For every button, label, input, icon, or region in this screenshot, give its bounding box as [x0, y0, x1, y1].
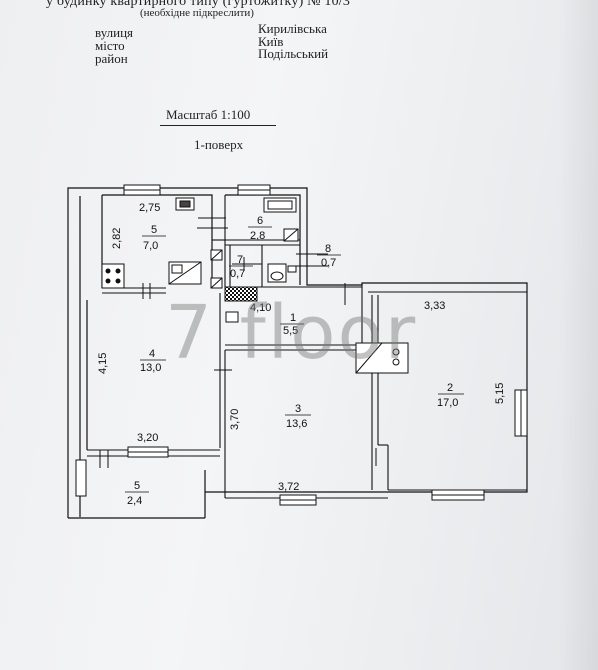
room-area: 0,7: [230, 268, 245, 280]
page-shadow: [558, 0, 598, 670]
room-area: 2,4: [127, 495, 142, 507]
room-number: 7: [237, 254, 243, 266]
city-label: місто: [95, 38, 125, 53]
document-header-line: у будинку квартирного типу (гуртожитку) …: [46, 0, 351, 9]
room-number: 6: [257, 215, 263, 227]
windows: [75, 184, 528, 506]
room-labels: 5 7,0 6 2,8 7 0,7 8 0,7 1 5,5 4 13,0 3 1…: [125, 215, 464, 507]
floor-label: 1-поверх: [194, 137, 244, 152]
street-label: вулиця: [95, 25, 134, 40]
room-number: 3: [295, 403, 301, 415]
dimension-label: 3,33: [424, 300, 445, 312]
document-header-note: (необхідне підкреслити): [140, 7, 254, 19]
dimension-label: 5,15: [494, 383, 506, 404]
dimension-label: 3,20: [137, 432, 158, 444]
dimension-labels: 2,75 2,82 4,10 3,33 5,15 4,15 3,20 3,70 …: [97, 202, 506, 493]
room-number: 1: [290, 312, 296, 324]
room-number: 8: [325, 243, 331, 255]
street-value: Кирилівська: [258, 21, 327, 36]
room-area: 5,5: [283, 325, 298, 337]
scale-label: Масштаб 1:100: [166, 107, 251, 122]
dimension-label: 3,70: [229, 409, 241, 430]
district-label: район: [95, 51, 128, 66]
district-value: Подільський: [258, 46, 329, 61]
dimension-label: 4,15: [97, 353, 109, 374]
fixtures: [101, 197, 409, 374]
dimension-label: 4,10: [250, 302, 271, 314]
watermark: 7 floor: [165, 290, 418, 376]
city-value: Київ: [258, 34, 284, 49]
room-number: 2: [447, 382, 453, 394]
dimension-label: 2,82: [111, 228, 123, 249]
room-area: 2,8: [250, 230, 265, 242]
room-area: 7,0: [143, 240, 158, 252]
room-area: 0,7: [321, 257, 336, 269]
room-number: 5: [134, 480, 140, 492]
room-area: 17,0: [437, 397, 458, 409]
scale-underline: [160, 125, 276, 126]
room-number: 4: [149, 348, 155, 360]
room-area: 13,6: [286, 418, 307, 430]
room-area: 13,0: [140, 362, 161, 374]
dimension-label: 2,75: [139, 202, 160, 214]
room-number: 5: [151, 224, 157, 236]
dimension-label: 3,72: [278, 481, 299, 493]
